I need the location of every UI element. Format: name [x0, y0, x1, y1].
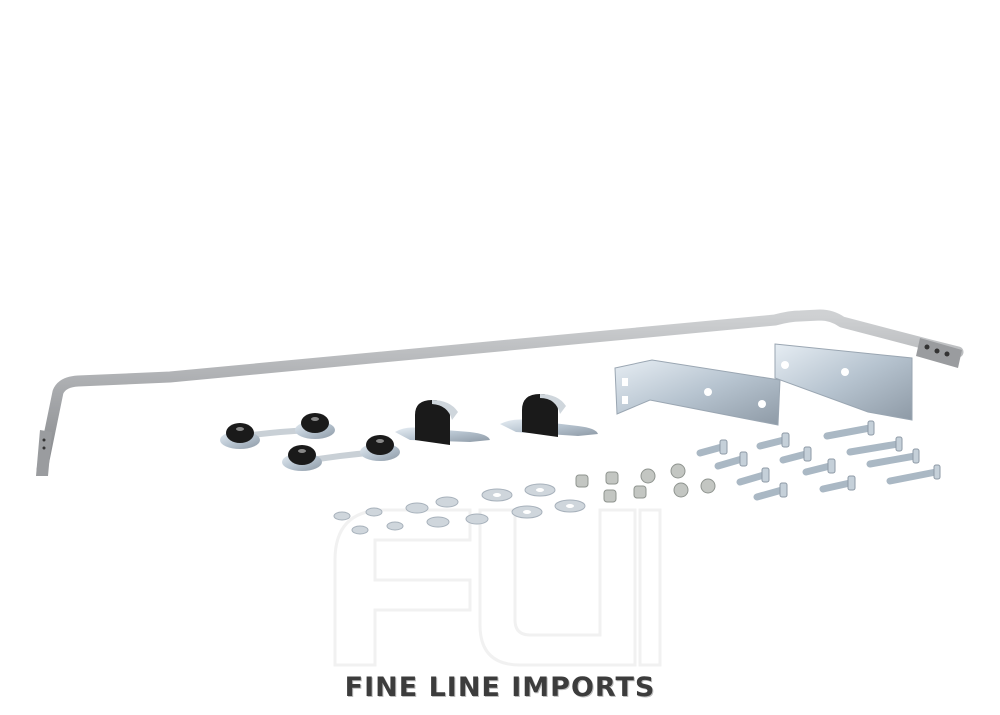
fli-watermark-monogram	[333, 508, 662, 667]
bolts	[696, 424, 940, 501]
end-link	[282, 435, 400, 471]
brand-watermark-text: FINE LINE IMPORTS	[344, 672, 656, 703]
bolt-heads	[719, 420, 941, 498]
nuts	[575, 463, 716, 503]
mounting-bracket	[774, 343, 913, 421]
mounting-bracket	[614, 359, 781, 426]
sway-bar	[36, 309, 964, 476]
bushing-bracket	[500, 394, 598, 437]
bushing-bracket	[395, 400, 490, 445]
end-link	[220, 413, 335, 449]
